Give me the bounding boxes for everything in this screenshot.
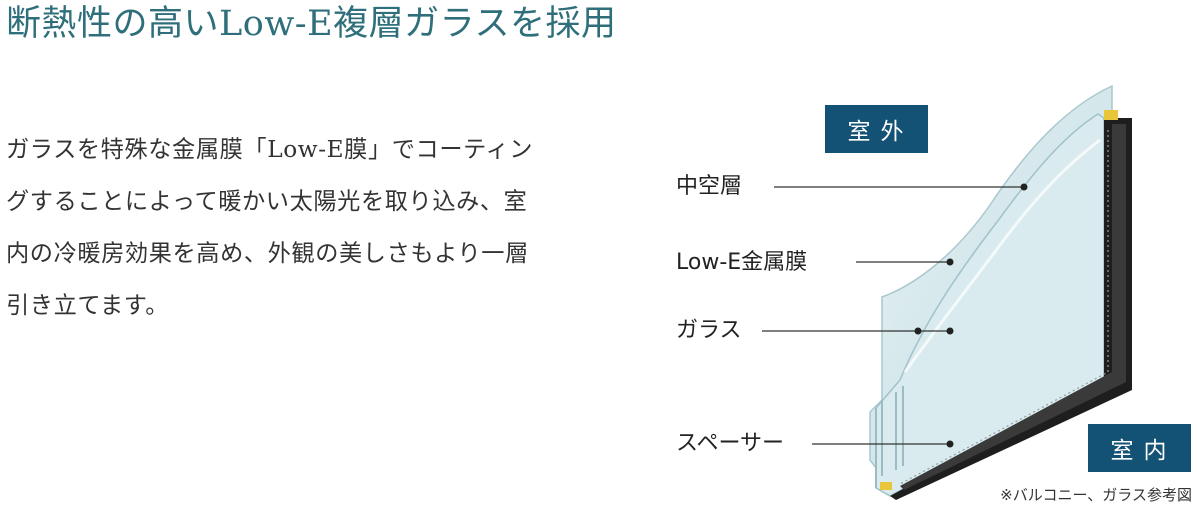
description-line: 内の冷暖房効果を高め、外観の美しさもより一層	[6, 240, 529, 267]
leader-dot	[1020, 183, 1028, 191]
page-title: 断熱性の高いLow-E複層ガラスを採用	[6, 4, 617, 44]
description-line: 引き立てます。	[6, 292, 170, 319]
glass-edge	[875, 386, 904, 488]
glass-highlight	[903, 138, 1101, 373]
leader-dot	[946, 258, 954, 266]
leader-dot	[914, 327, 922, 335]
leader-dot	[946, 440, 954, 448]
leader-dot	[946, 327, 954, 335]
label-air-layer: 中空層	[676, 174, 743, 199]
label-lowe-film: Low-E金属膜	[676, 250, 808, 275]
inner-glass-pane	[875, 113, 1105, 497]
description-line: ガラスを特殊な金属膜「Low-E膜」でコーティン	[6, 136, 534, 163]
reference-note: ※バルコニー、ガラス参考図	[1000, 486, 1192, 504]
label-glass: ガラス	[676, 318, 742, 343]
spacer-frame-inner	[900, 124, 1126, 490]
sealant-bottom	[880, 482, 892, 490]
spacer-dots	[899, 130, 1109, 485]
outside-badge: 室外	[825, 105, 928, 153]
sealant-top	[1104, 110, 1118, 120]
label-spacer: スペーサー	[676, 431, 785, 456]
description-text: ガラスを特殊な金属膜「Low-E膜」でコーティン グすることによって暖かい太陽光…	[6, 124, 646, 332]
description-line: グすることによって暖かい太陽光を取り込み、室	[6, 188, 528, 215]
inside-badge: 室内	[1088, 424, 1191, 472]
